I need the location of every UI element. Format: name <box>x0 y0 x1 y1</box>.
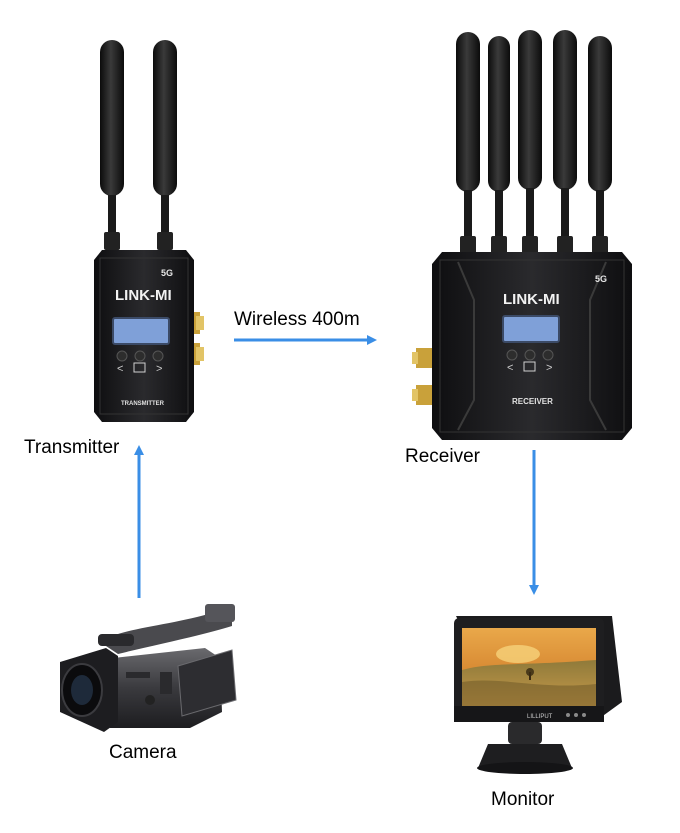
receiver-antenna <box>518 30 542 254</box>
receiver-display <box>502 315 560 343</box>
receiver-bnc-connector <box>412 348 432 368</box>
monitor-brand: LILLIPUT <box>527 714 553 720</box>
camera-label: Camera <box>109 742 177 763</box>
transmitter-device: 5G LINK-MI < > TRANSMITTER <box>94 40 204 422</box>
receiver-antenna <box>553 30 577 254</box>
transmitter-panel-label: TRANSMITTER <box>121 401 165 407</box>
receiver-device: 5G LINK-MI < > RECEIVER <box>412 30 632 440</box>
transmitter-antenna <box>153 40 177 250</box>
receiver-panel-label: RECEIVER <box>512 397 553 406</box>
receiver-label: Receiver <box>405 446 480 467</box>
transmitter-band-label: 5G <box>161 268 173 278</box>
transmitter-label: Transmitter <box>24 437 120 458</box>
transmitter-display <box>112 317 170 345</box>
wireless-link-label: Wireless 400m <box>234 309 360 330</box>
receiver-antenna <box>488 36 510 254</box>
camera-device <box>60 604 237 732</box>
monitor-device: LILLIPUT <box>454 616 622 774</box>
svg-text:<: < <box>507 362 513 374</box>
transmitter-antenna <box>100 40 124 250</box>
receiver-antenna <box>456 32 480 254</box>
receiver-brand: LINK-MI <box>503 291 560 308</box>
svg-text:>: > <box>546 362 552 374</box>
receiver-band-label: 5G <box>595 274 607 284</box>
svg-text:>: > <box>156 363 162 375</box>
receiver-antenna <box>588 36 612 254</box>
transmitter-brand: LINK-MI <box>115 287 172 304</box>
monitor-label: Monitor <box>491 789 555 810</box>
svg-text:<: < <box>117 363 123 375</box>
receiver-bnc-connector <box>412 385 432 405</box>
